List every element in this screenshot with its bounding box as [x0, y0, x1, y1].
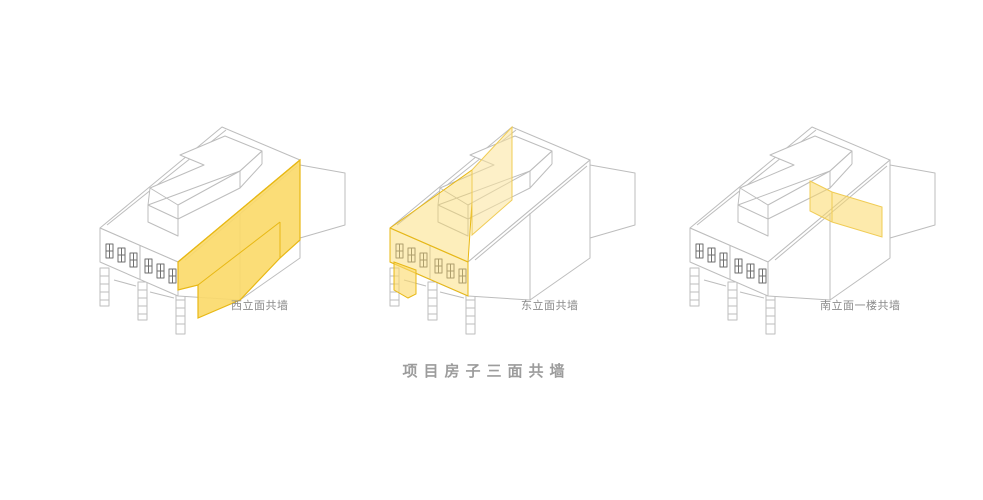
west-view-label: 西立面共墙 [231, 299, 289, 312]
south-view-label: 南立面一楼共墙 [820, 299, 901, 312]
view-east [389, 125, 636, 335]
south-ground-wall-highlight [809, 180, 883, 238]
view-south [689, 126, 936, 335]
diagram-caption: 项目房子三面共墙 [402, 362, 571, 380]
west-wall-highlight [177, 158, 301, 319]
view-west [99, 126, 346, 335]
east-view-label: 东立面共墙 [521, 299, 579, 312]
east-wall-highlight [389, 125, 513, 299]
